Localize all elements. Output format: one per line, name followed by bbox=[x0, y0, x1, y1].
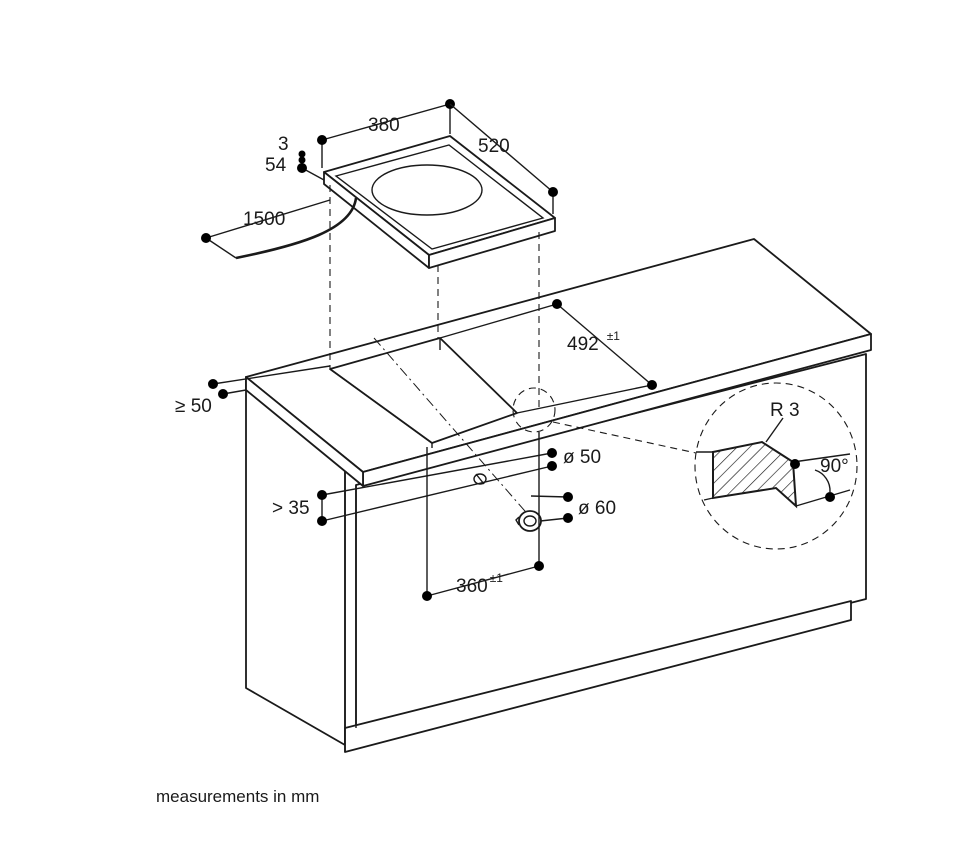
cable-inlet-hole bbox=[473, 473, 487, 485]
power-cable bbox=[235, 197, 358, 260]
hob-frame bbox=[334, 144, 545, 250]
edge-detail bbox=[512, 382, 858, 550]
hob-front bbox=[428, 217, 556, 269]
label-hob-depth: 520 bbox=[478, 136, 510, 157]
label-inlet-diameter: ø 50 bbox=[563, 447, 601, 468]
projection-lines bbox=[329, 185, 540, 519]
detail-circle bbox=[694, 382, 858, 550]
cooking-zone bbox=[371, 164, 483, 216]
label-cutout-width: 360±1 bbox=[456, 571, 503, 597]
label-front-distance: ≥ 50 bbox=[175, 396, 212, 417]
label-clearance-below: > 35 bbox=[272, 498, 310, 519]
label-edge-angle: 90° bbox=[820, 456, 849, 477]
worktop bbox=[245, 238, 872, 487]
cutout-inner-edge bbox=[329, 338, 441, 448]
worktop-side-edge bbox=[245, 376, 364, 487]
connection-socket bbox=[515, 510, 542, 532]
label-connector-diameter: ø 60 bbox=[578, 498, 616, 519]
label-hob-height: 54 bbox=[265, 155, 287, 176]
label-hob-width: 380 bbox=[368, 115, 400, 136]
dimension-labels: 380 520 3 54 1500 492±1 ≥ 50 > 35 ø 50 ø… bbox=[175, 115, 849, 597]
dimension-lines bbox=[201, 99, 657, 601]
measurement-unit-caption: measurements in mm bbox=[156, 787, 320, 806]
label-edge-radius: R 3 bbox=[770, 400, 800, 421]
label-glass-thickness: 3 bbox=[278, 134, 289, 155]
hob bbox=[235, 135, 556, 269]
detail-leader-line bbox=[552, 421, 697, 454]
label-cutout-depth: 492±1 bbox=[567, 329, 620, 355]
label-cable-length: 1500 bbox=[243, 209, 285, 230]
detail-source-circle bbox=[512, 387, 556, 433]
